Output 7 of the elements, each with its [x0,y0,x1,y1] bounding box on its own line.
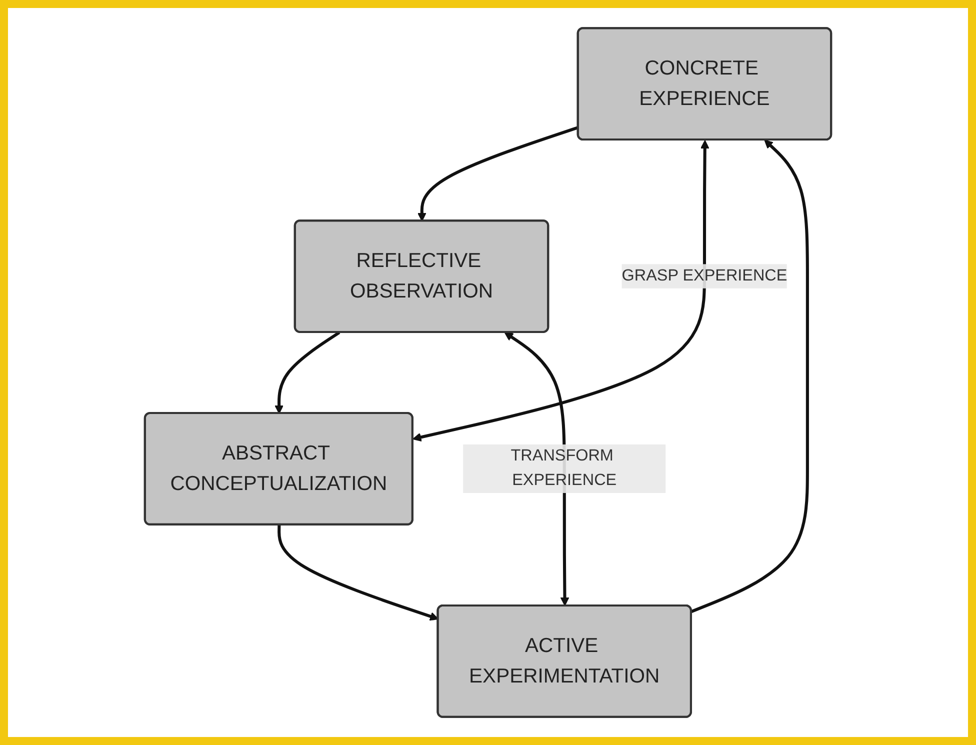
arrow [274,331,340,414]
arrow [690,140,809,613]
arrow [417,126,579,222]
edge-label: GRASP EXPERIENCE [622,267,788,284]
arrow [278,524,439,621]
edge-label: TRANSFORM EXPERIENCE [510,447,617,489]
arrow [412,140,710,442]
